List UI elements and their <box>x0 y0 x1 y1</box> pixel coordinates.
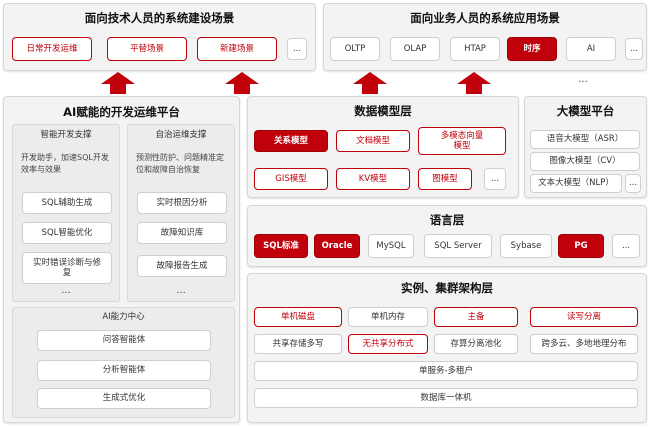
ai-platform-title: AI赋能的开发运维平台 <box>63 105 180 119</box>
lang-more[interactable]: ... <box>612 234 640 258</box>
scenario-more-business[interactable]: ... <box>625 38 643 60</box>
llm-more[interactable]: ... <box>625 174 641 193</box>
right-ellipsis: ... <box>578 74 588 85</box>
single-memory[interactable]: 单机内存 <box>348 307 428 327</box>
dev-support-desc: 开发助手，加速SQL开发效率与效果 <box>21 153 109 174</box>
tech-scenarios-panel: 面向技术人员的系统建设场景 日常开发运维 平替场景 新建场景 ... <box>3 3 316 71</box>
scenario-daily-devops[interactable]: 日常开发运维 <box>12 37 92 61</box>
ops-support-desc: 预测性防护、问题精准定位和故障自治恢复 <box>136 153 224 174</box>
up-arrow-icon <box>353 72 387 94</box>
llm-platform-panel: 大模型平台 语音大模型（ASR） 图像大模型（CV） 文本大模型（NLP） ..… <box>524 96 647 198</box>
up-arrow-icon <box>101 72 135 94</box>
business-scenarios-panel: 面向业务人员的系统应用场景 OLTP OLAP HTAP 时序 AI ... <box>323 3 647 71</box>
instance-cluster-title: 实例、集群架构层 <box>401 281 493 295</box>
root-cause-analysis[interactable]: 实时根因分析 <box>137 192 227 214</box>
dev-support-section: 智能开发支撑 开发助手，加速SQL开发效率与效果 SQL辅助生成 SQL智能优化… <box>12 124 120 302</box>
scenario-timeseries[interactable]: 时序 <box>507 37 557 61</box>
scenario-replacement[interactable]: 平替场景 <box>107 37 187 61</box>
language-title: 语言层 <box>429 213 465 227</box>
ai-center-title: AI能力中心 <box>102 312 145 322</box>
primary-standby[interactable]: 主备 <box>434 307 518 327</box>
business-scenarios-title: 面向业务人员的系统应用场景 <box>410 11 560 25</box>
scenario-htap[interactable]: HTAP <box>450 37 500 61</box>
single-disk[interactable]: 单机磁盘 <box>254 307 342 327</box>
nlp-model[interactable]: 文本大模型（NLP） <box>530 174 622 193</box>
instance-cluster-panel: 实例、集群架构层 单机磁盘 单机内存 主备 读写分离 共享存储多写 无共享分布式… <box>247 273 647 423</box>
up-arrow-icon <box>457 72 491 94</box>
up-arrow-icon <box>225 72 259 94</box>
dev-more: ... <box>61 285 71 296</box>
cv-model[interactable]: 图像大模型（CV） <box>530 152 640 171</box>
ops-support-title: 自治运维支撑 <box>155 130 207 140</box>
llm-platform-title: 大模型平台 <box>556 104 615 118</box>
scenario-ai[interactable]: AI <box>566 37 616 61</box>
ops-support-section: 自治运维支撑 预测性防护、问题精准定位和故障自治恢复 实时根因分析 故障知识库 … <box>127 124 235 302</box>
multimodal-vector-model[interactable]: 多模态向量模型 <box>418 127 506 155</box>
analysis-agent[interactable]: 分析智能体 <box>37 360 211 381</box>
data-model-panel: 数据模型层 关系模型 文档模型 多模态向量模型 GIS模型 KV模型 图模型 .… <box>247 96 519 198</box>
language-panel: 语言层 SQL标准 Oracle MySQL SQL Server Sybase… <box>247 205 647 267</box>
ai-platform-panel: AI赋能的开发运维平台 智能开发支撑 开发助手，加速SQL开发效率与效果 SQL… <box>3 96 240 423</box>
data-model-title: 数据模型层 <box>354 104 412 118</box>
data-model-more[interactable]: ... <box>484 168 506 190</box>
database-appliance[interactable]: 数据库一体机 <box>254 388 638 408</box>
tech-scenarios-title: 面向技术人员的系统建设场景 <box>84 11 235 25</box>
kv-model[interactable]: KV模型 <box>336 168 410 190</box>
storage-compute-pooling[interactable]: 存算分离池化 <box>434 334 518 354</box>
dev-support-title: 智能开发支撑 <box>40 130 92 140</box>
scenario-new-build[interactable]: 新建场景 <box>197 37 277 61</box>
relational-model[interactable]: 关系模型 <box>254 130 328 152</box>
sql-assist-generate[interactable]: SQL辅助生成 <box>22 192 112 214</box>
scenario-oltp[interactable]: OLTP <box>330 37 380 61</box>
gis-model[interactable]: GIS模型 <box>254 168 328 190</box>
fault-report-generation[interactable]: 故障报告生成 <box>137 255 227 277</box>
scenario-more[interactable]: ... <box>287 38 307 60</box>
single-service-multitenant[interactable]: 单服务-多租户 <box>254 361 638 381</box>
lang-pg[interactable]: PG <box>558 234 604 258</box>
shared-nothing-distributed[interactable]: 无共享分布式 <box>348 334 428 354</box>
lang-mysql[interactable]: MySQL <box>368 234 414 258</box>
realtime-error-diagnosis[interactable]: 实时错误诊断与修复 <box>22 252 112 284</box>
generative-optimization[interactable]: 生成式优化 <box>37 388 211 409</box>
sql-smart-optimize[interactable]: SQL智能优化 <box>22 222 112 244</box>
fault-knowledge-base[interactable]: 故障知识库 <box>137 222 227 244</box>
read-write-split[interactable]: 读写分离 <box>530 307 638 327</box>
scenario-olap[interactable]: OLAP <box>390 37 440 61</box>
lang-sql-standard[interactable]: SQL标准 <box>254 234 308 258</box>
shared-storage-multiwrite[interactable]: 共享存储多写 <box>254 334 342 354</box>
document-model[interactable]: 文档模型 <box>336 130 410 152</box>
qa-agent[interactable]: 问答智能体 <box>37 330 211 351</box>
ops-more: ... <box>176 285 186 296</box>
lang-oracle[interactable]: Oracle <box>314 234 360 258</box>
lang-sybase[interactable]: Sybase <box>500 234 552 258</box>
asr-model[interactable]: 语音大模型（ASR） <box>530 130 640 149</box>
multicloud-geo-distribution[interactable]: 跨多云、多地地理分布 <box>530 334 638 354</box>
graph-model[interactable]: 图模型 <box>418 168 472 190</box>
lang-sqlserver[interactable]: SQL Server <box>424 234 492 258</box>
ai-capability-center: AI能力中心 问答智能体 分析智能体 生成式优化 <box>12 307 235 418</box>
